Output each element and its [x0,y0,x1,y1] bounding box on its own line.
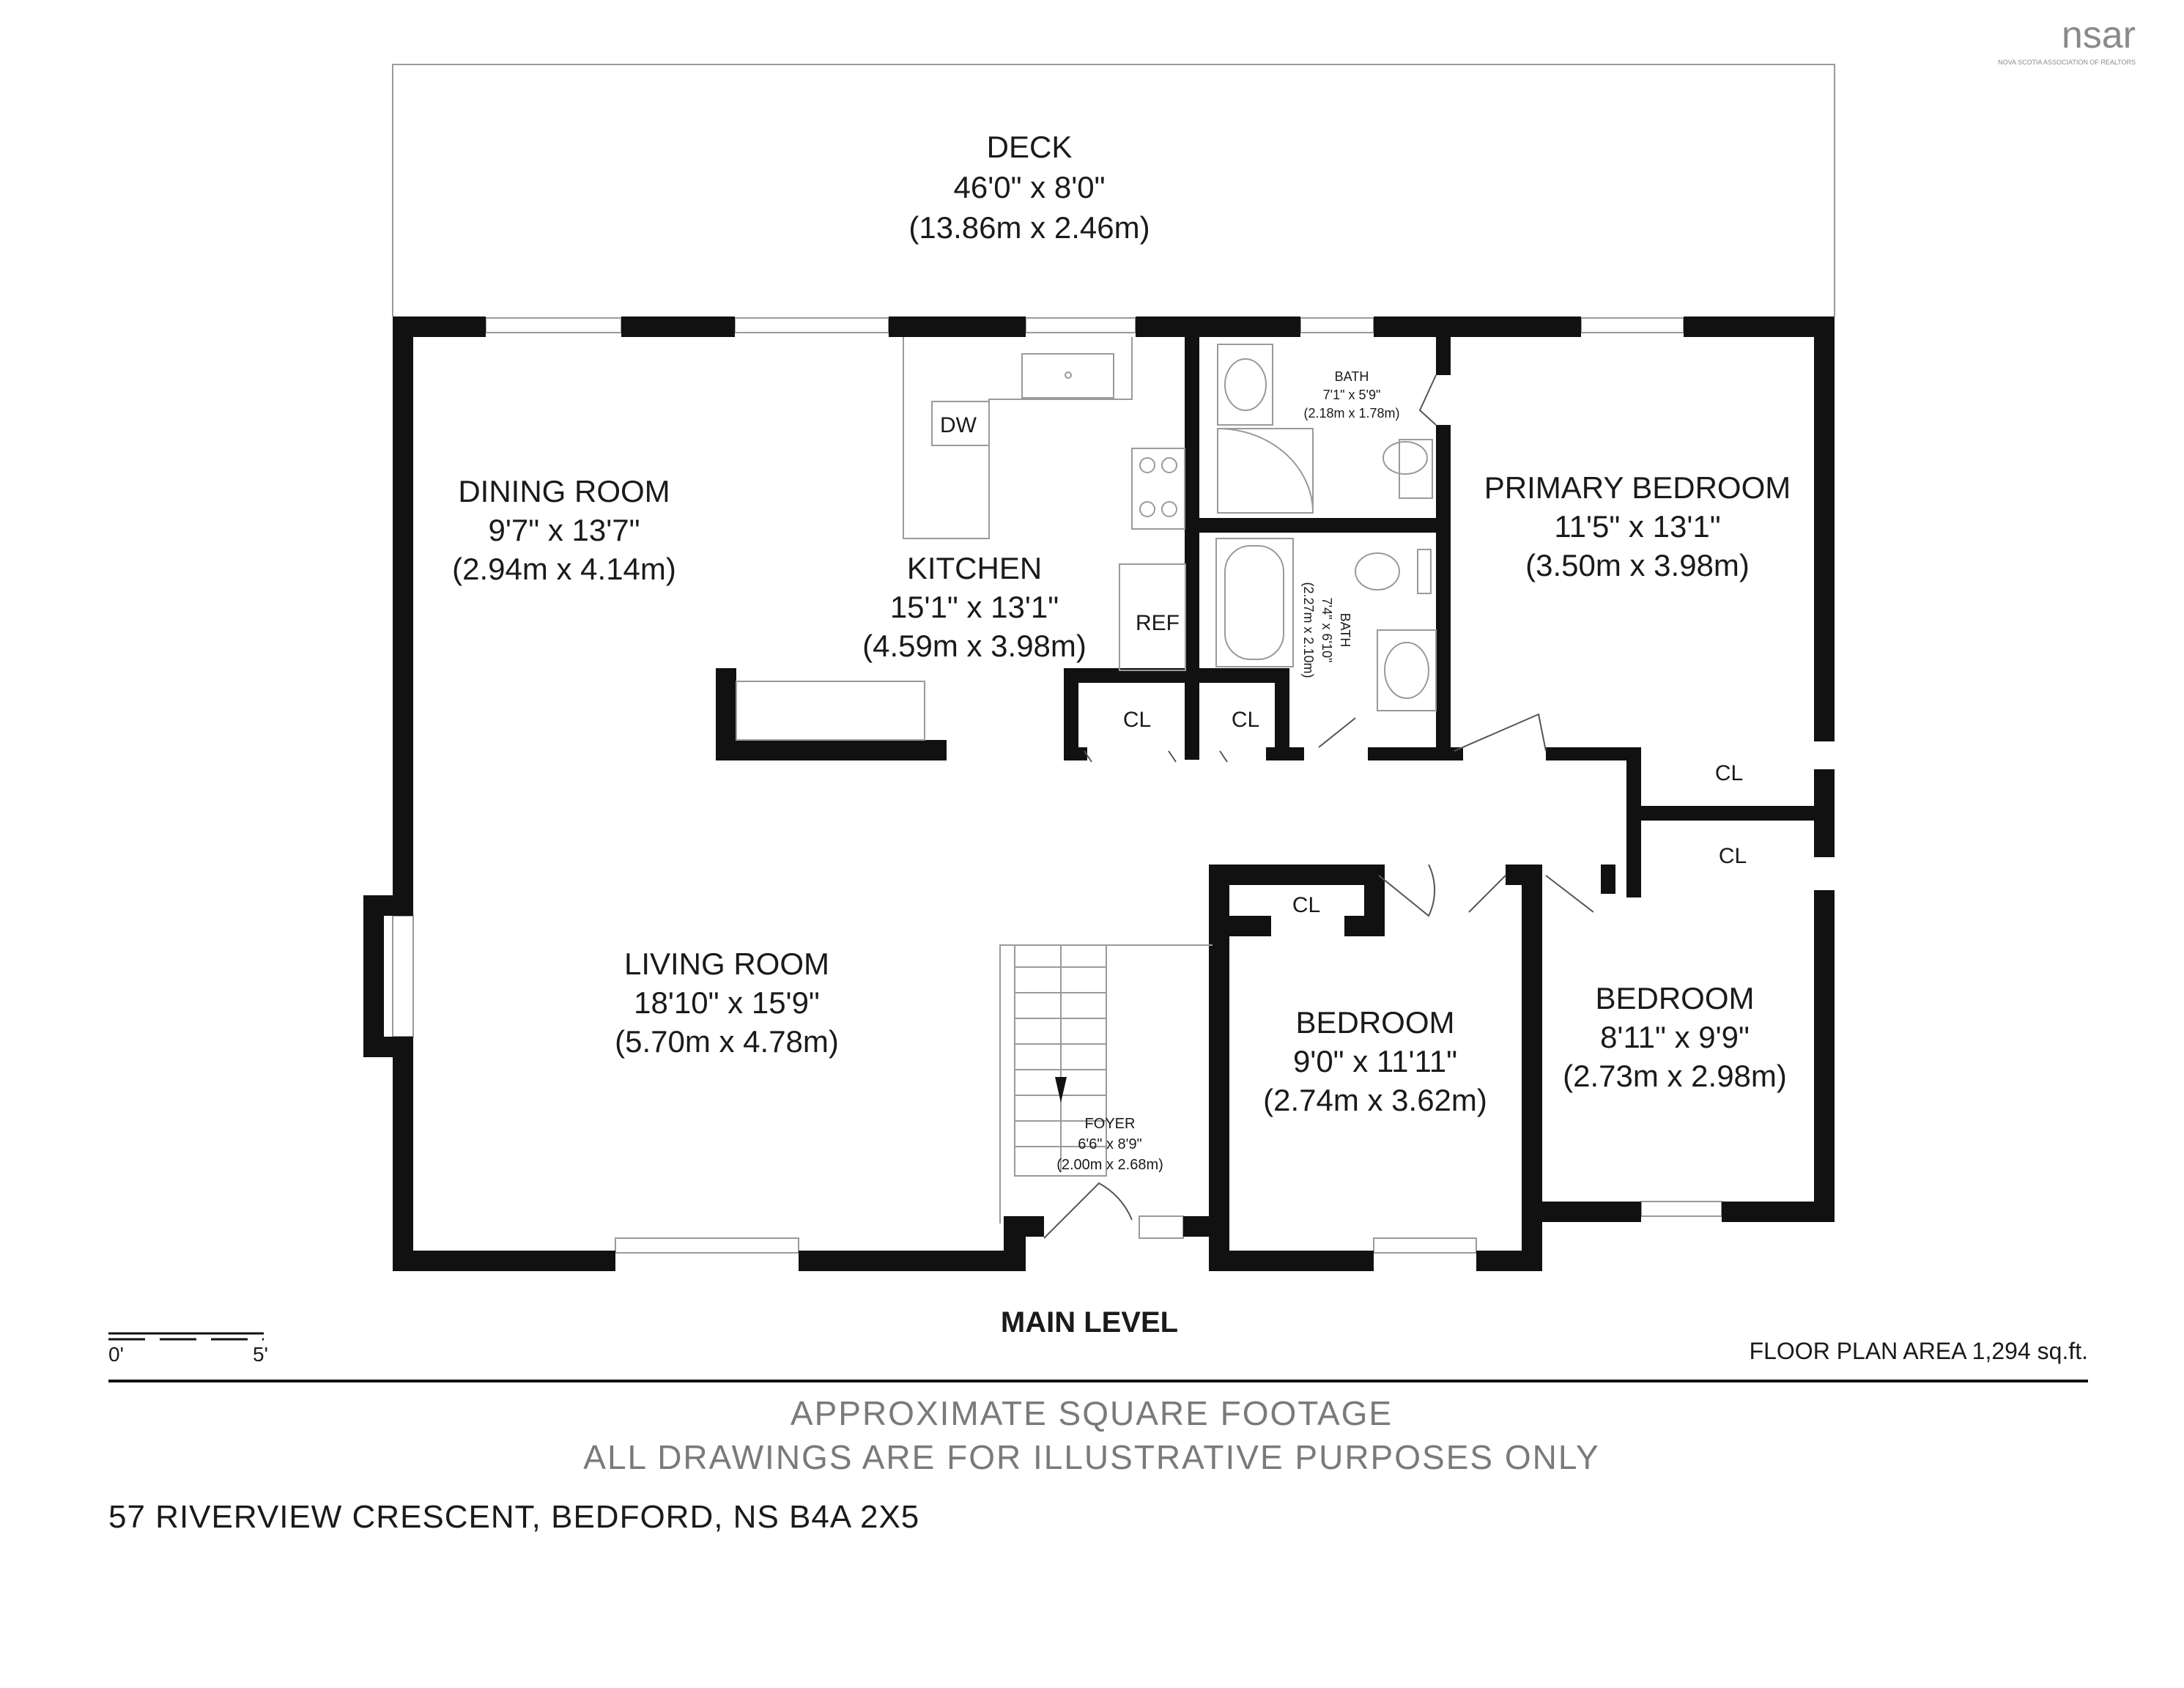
logo-text: nsar [2062,14,2136,56]
kitchen-metric: (4.59m x 3.98m) [862,629,1087,663]
stairs [999,944,1213,1224]
room-labels: DECK 46'0" x 8'0" (13.86m x 2.46m) DININ… [452,130,1791,1173]
bedroom-right-label: BEDROOM 8'11" x 9'9" (2.73m x 2.98m) [1563,981,1787,1093]
property-address: 57 RIVERVIEW CRESCENT, BEDFORD, NS B4A 2… [108,1499,919,1535]
primary-bedroom-metric: (3.50m x 3.98m) [1525,548,1750,582]
deck-name: DECK [987,130,1073,164]
deck-imperial: 46'0" x 8'0" [954,170,1106,204]
bath-upper-label: BATH 7'1" x 5'9" (2.18m x 1.78m) [1303,369,1399,421]
bedroom-right-name: BEDROOM [1595,981,1754,1015]
foyer-name: FOYER [1085,1116,1136,1132]
disclaimer-line-2: ALL DRAWINGS ARE FOR ILLUSTRATIVE PURPOS… [583,1438,1599,1476]
walls [363,316,1835,1271]
bedroom-middle-name: BEDROOM [1295,1005,1454,1040]
deck-metric: (13.86m x 2.46m) [908,210,1150,245]
closet-label-primary: CL [1715,761,1743,785]
kitchen-counters [736,337,1186,741]
bath-upper-imperial: 7'1" x 5'9" [1323,388,1381,402]
logo-tagline: NOVA SCOTIA ASSOCIATION OF REALTORS [1998,59,2136,66]
scale-start-label: 0' [108,1343,124,1366]
nsar-logo: nsar NOVA SCOTIA ASSOCIATION OF REALTORS [1998,14,2136,66]
closet-label-bedroom-right: CL [1719,844,1747,868]
bath-upper-name: BATH [1335,369,1369,384]
bath-fixtures [1215,344,1437,711]
living-room-metric: (5.70m x 4.78m) [615,1024,839,1059]
dining-room-imperial: 9'7" x 13'7" [489,513,640,547]
bath-lower-metric: (2.27m x 2.10m) [1301,582,1316,678]
bedroom-middle-metric: (2.74m x 3.62m) [1263,1083,1487,1117]
dining-room-name: DINING ROOM [458,474,670,508]
closet-label-bath: CL [1232,708,1259,732]
bath-upper-metric: (2.18m x 1.78m) [1303,406,1399,421]
living-room-label: LIVING ROOM 18'10" x 15'9" (5.70m x 4.78… [615,947,839,1059]
bedroom-right-metric: (2.73m x 2.98m) [1563,1059,1787,1093]
bedroom-middle-imperial: 9'0" x 11'11" [1293,1044,1457,1078]
refrigerator-label: REF [1136,611,1180,635]
deck-label: DECK 46'0" x 8'0" (13.86m x 2.46m) [908,130,1150,245]
closet-label-bedroom-middle: CL [1292,893,1320,917]
dining-room-label: DINING ROOM 9'7" x 13'7" (2.94m x 4.14m) [452,474,676,586]
foyer-imperial: 6'6" x 8'9" [1078,1136,1141,1152]
floor-area: FLOOR PLAN AREA 1,294 sq.ft. [1750,1338,2088,1364]
dishwasher-label: DW [940,413,977,437]
living-room-name: LIVING ROOM [624,947,829,981]
living-room-imperial: 18'10" x 15'9" [634,985,820,1020]
scale-end-label: 5' [253,1343,268,1366]
kitchen-name: KITCHEN [907,551,1042,585]
level-title: MAIN LEVEL [1001,1306,1178,1339]
deck [392,64,1835,316]
bath-lower-name: BATH [1338,613,1352,648]
primary-bedroom-label: PRIMARY BEDROOM 11'5" x 13'1" (3.50m x 3… [1484,470,1791,582]
scale-bar [108,1332,264,1341]
foyer-label: FOYER 6'6" x 8'9" (2.00m x 2.68m) [1056,1116,1163,1173]
primary-bedroom-imperial: 11'5" x 13'1" [1554,509,1720,544]
bedroom-right-imperial: 8'11" x 9'9" [1600,1020,1750,1054]
dining-room-metric: (2.94m x 4.14m) [452,552,676,586]
disclaimer-line-1: APPROXIMATE SQUARE FOOTAGE [791,1394,1393,1432]
closet-label-kitchen: CL [1123,708,1151,732]
bedroom-middle-label: BEDROOM 9'0" x 11'11" (2.74m x 3.62m) [1263,1005,1487,1117]
fixture-labels: DW REF CL CL CL CL CL [940,413,1747,917]
kitchen-label: KITCHEN 15'1" x 13'1" (4.59m x 3.98m) [862,551,1087,663]
bath-lower-imperial: 7'4" x 6'10" [1319,598,1334,663]
doors [1043,374,1594,1239]
bath-lower-label: BATH 7'4" x 6'10" (2.27m x 2.10m) [1301,582,1352,678]
kitchen-imperial: 15'1" x 13'1" [890,590,1059,624]
primary-bedroom-name: PRIMARY BEDROOM [1484,470,1791,505]
foyer-metric: (2.00m x 2.68m) [1056,1157,1163,1173]
